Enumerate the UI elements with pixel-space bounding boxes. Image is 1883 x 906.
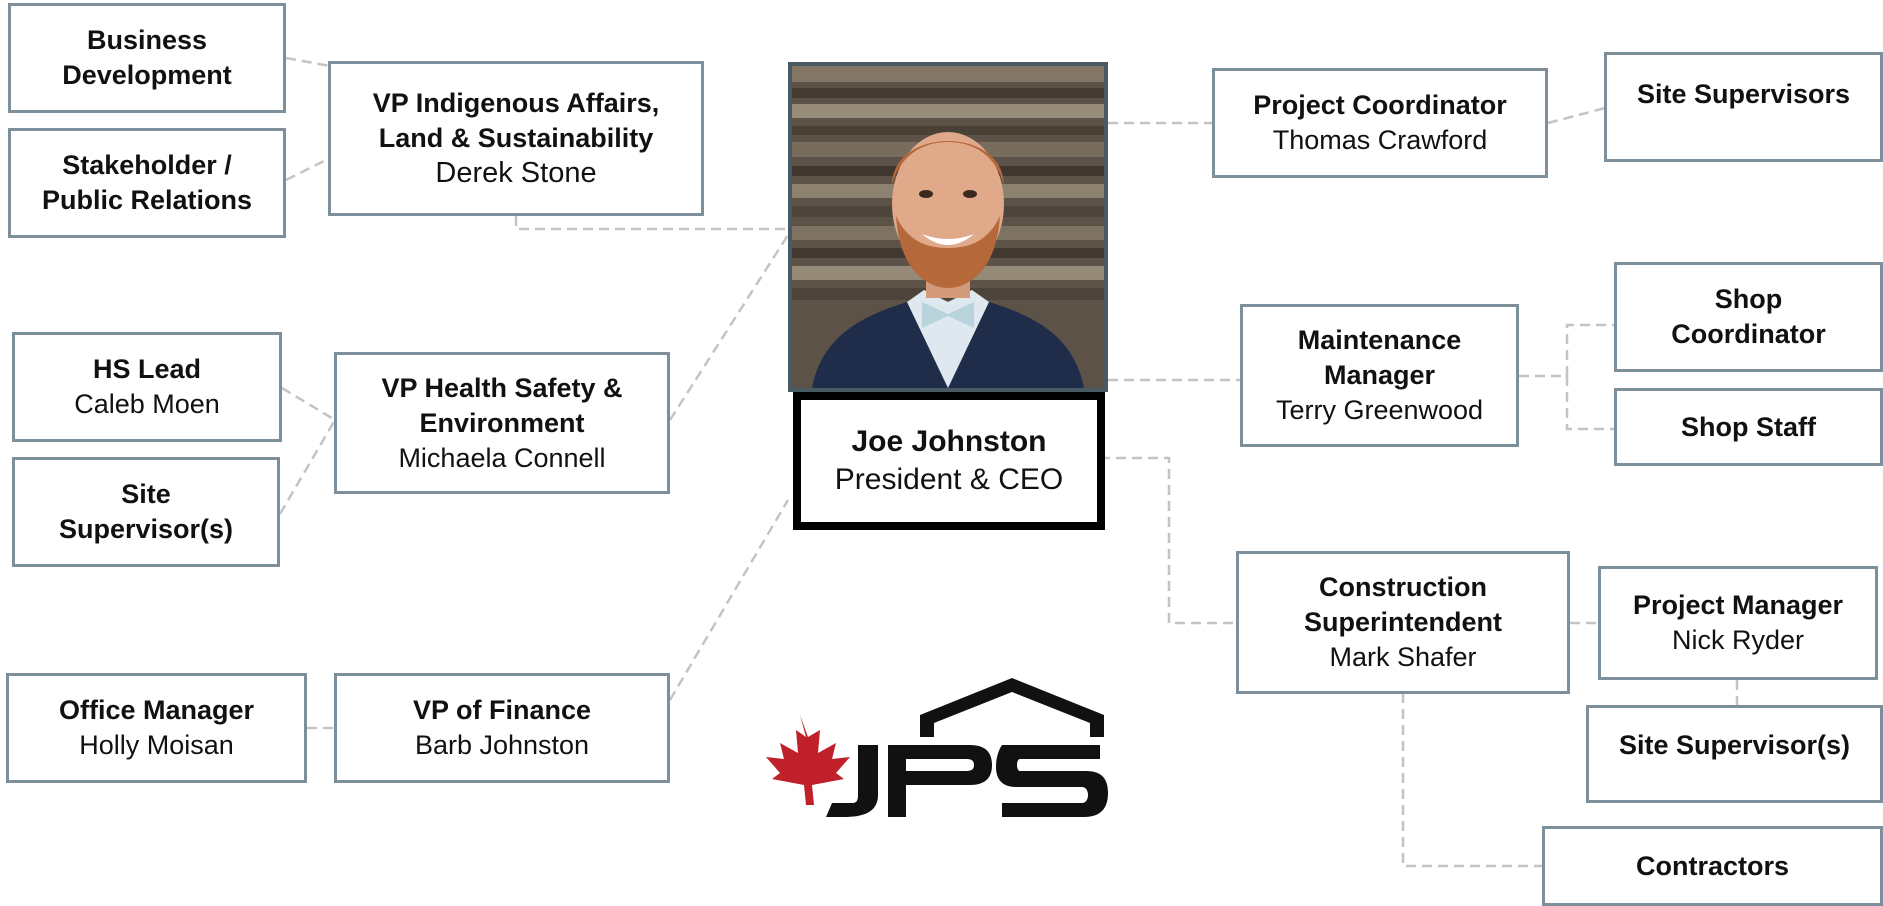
- node-title: Project Manager: [1632, 590, 1844, 620]
- node-business-development: Business Development: [8, 3, 286, 113]
- ceo-portrait-image: [792, 66, 1104, 388]
- node-construction-superintendent: Construction Superintendent Mark Shafer: [1236, 551, 1570, 694]
- connector-vphse-ceo: [668, 234, 790, 421]
- node-ceo: Joe Johnston President & CEO: [793, 392, 1105, 530]
- node-title-line2: Supervisor(s): [58, 514, 234, 544]
- node-stakeholder-public-relations: Stakeholder / Public Relations: [8, 128, 286, 238]
- node-office-manager: Office Manager Holly Moisan: [6, 673, 307, 783]
- node-project-manager: Project Manager Nick Ryder: [1598, 566, 1878, 680]
- connector-maintenance-shop: [1519, 323, 1615, 431]
- connector-vpfinance-ceo: [668, 499, 790, 701]
- node-title: Office Manager: [58, 695, 255, 725]
- node-person-name: Barb Johnston: [414, 730, 590, 760]
- node-person-name: Derek Stone: [435, 157, 597, 189]
- node-person-name: Terry Greenwood: [1275, 395, 1484, 425]
- node-title-line1: Shop: [1714, 284, 1783, 314]
- ceo-name: Joe Johnston: [851, 425, 1047, 458]
- connector-ceo-construction: [1100, 456, 1236, 625]
- node-person-name: Caleb Moen: [74, 389, 220, 419]
- node-title-line2: Land & Sustainability: [378, 123, 654, 153]
- node-title: Shop Staff: [1681, 411, 1816, 442]
- node-site-supervisors-left: Site Supervisor(s): [12, 457, 280, 567]
- node-person-name: Michaela Connell: [398, 442, 606, 473]
- connector-hslead-vphse: [281, 386, 336, 422]
- node-shop-coordinator: Shop Coordinator: [1614, 262, 1883, 372]
- node-contractors: Contractors: [1542, 826, 1883, 906]
- connector-projcoord-sitesup: [1547, 106, 1606, 125]
- connector-bizdev-vpindigenous: [285, 56, 331, 68]
- node-hs-lead: HS Lead Caleb Moen: [12, 332, 282, 442]
- node-vp-health-safety-environment: VP Health Safety & Environment Michaela …: [334, 352, 670, 494]
- node-title-line1: Construction: [1319, 572, 1487, 602]
- node-title: Site Supervisors: [1636, 79, 1851, 109]
- node-title-line2: Manager: [1323, 360, 1436, 390]
- node-person-name: Mark Shafer: [1329, 642, 1477, 672]
- connector-stakeholder-vpindigenous: [285, 156, 331, 182]
- node-title-line2: Superintendent: [1303, 607, 1502, 637]
- node-title-line2: Public Relations: [41, 185, 253, 215]
- node-title: HS Lead: [92, 354, 202, 384]
- node-title: Business Development: [62, 25, 232, 90]
- connector-sitesup-vphse: [278, 419, 337, 515]
- node-title: VP of Finance: [412, 695, 592, 725]
- node-project-coordinator: Project Coordinator Thomas Crawford: [1212, 68, 1548, 178]
- node-title-line1: Site: [121, 479, 171, 509]
- node-person-name: Holly Moisan: [79, 730, 234, 760]
- node-title: Project Coordinator: [1253, 90, 1507, 120]
- ceo-title: President & CEO: [834, 463, 1064, 496]
- company-logo: [740, 675, 1140, 825]
- node-title: Contractors: [1635, 850, 1790, 881]
- node-title-line1: VP Health Safety &: [381, 372, 623, 403]
- connector-vpindigenous-ceo: [514, 216, 788, 231]
- ceo-photo: [788, 62, 1108, 392]
- maple-leaf-icon: [766, 715, 850, 805]
- node-vp-of-finance: VP of Finance Barb Johnston: [334, 673, 670, 783]
- node-person-name: Nick Ryder: [1671, 625, 1805, 655]
- node-site-supervisors-right: Site Supervisor(s): [1586, 705, 1883, 803]
- jps-logo-mark: [766, 678, 1108, 817]
- node-vp-indigenous-affairs: VP Indigenous Affairs, Land & Sustainabi…: [328, 61, 704, 216]
- node-site-supervisors-top: Site Supervisors: [1604, 52, 1883, 162]
- node-person-name: Thomas Crawford: [1272, 125, 1488, 155]
- node-title-line1: VP Indigenous Affairs,: [372, 88, 660, 118]
- node-title-line1: Maintenance: [1297, 325, 1462, 355]
- node-title-line2: Environment: [419, 407, 585, 438]
- node-shop-staff: Shop Staff: [1614, 388, 1883, 466]
- node-title-line2: Coordinator: [1671, 319, 1826, 349]
- node-maintenance-manager: Maintenance Manager Terry Greenwood: [1240, 304, 1519, 447]
- connector-construction-contractors: [1401, 693, 1542, 868]
- node-title-line1: Stakeholder /: [62, 150, 232, 180]
- node-title: Site Supervisor(s): [1618, 730, 1851, 760]
